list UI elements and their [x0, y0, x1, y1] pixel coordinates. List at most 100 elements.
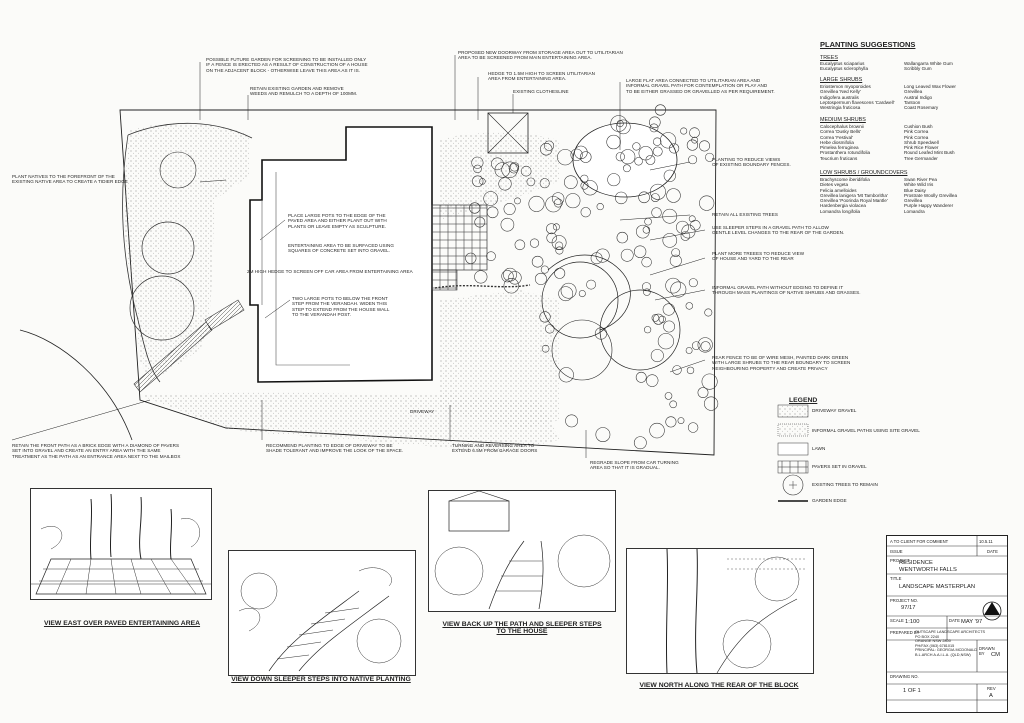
shrub-symbol	[700, 341, 711, 352]
note-front-path: RETAIN THE FRONT PATH AS A BRICK EDGE WI…	[12, 443, 181, 459]
turning-area-gravel	[440, 290, 560, 430]
note-hedge-15: HEDGE TO 1.5m HIGH TO SCREEN UTILITARIAN…	[488, 71, 595, 82]
street-curve	[19, 329, 133, 441]
shrub-symbol	[580, 181, 589, 190]
note-retain-trees: RETAIN ALL EXISTING TREES	[712, 212, 779, 217]
shrub-symbol	[677, 417, 685, 424]
shrub-symbol	[669, 400, 677, 409]
large-flat-area	[572, 122, 678, 198]
shrub-symbol	[555, 241, 564, 250]
shrub-symbol	[665, 416, 677, 428]
shrub-symbol	[664, 392, 673, 400]
note-new-doorway: PROPOSED NEW DOORWAY FROM STORAGE AREA O…	[458, 50, 623, 61]
planting-section-name: LOW SHRUBS / GROUNDCOVERS	[820, 170, 908, 176]
shrub-symbol	[546, 223, 557, 235]
shrub-symbol	[528, 195, 545, 212]
note-hedge-2m: 2m HIGH HEDGE TO SCREEN OFF CAR AREA FRO…	[247, 269, 413, 274]
planting-list-botanical: Eucalyptus sciaparius Eucalyptus sclerop…	[820, 61, 869, 72]
shrub-symbol	[671, 248, 681, 257]
shrub-symbol	[595, 427, 611, 442]
shrub-symbol	[642, 226, 651, 234]
shrub-symbol	[660, 132, 677, 149]
shrub-symbol	[472, 175, 484, 187]
legend-item: DRIVEWAY GRAVEL	[812, 408, 857, 413]
shrub-symbol	[494, 162, 510, 178]
shrub-symbol	[552, 223, 560, 231]
note-planting-reduce: PLANTING TO REDUCE VIEWS OF EXISTING BOU…	[712, 157, 791, 168]
shrub-symbol	[610, 115, 627, 132]
planting-section-name: LARGE SHRUBS	[820, 77, 863, 83]
shrub-symbol	[546, 232, 557, 244]
shrub-symbol	[565, 414, 578, 428]
shrub-symbol	[501, 161, 518, 178]
shrub-symbol	[638, 191, 650, 204]
tb-rev-label: ISSUE	[890, 549, 903, 554]
shrub-symbol	[697, 337, 713, 353]
shrub-symbol	[662, 303, 675, 316]
front-path	[133, 299, 245, 393]
shrub-symbol	[635, 371, 647, 383]
tb-rev-row: A TO CLIENT FOR COMMENT	[890, 539, 949, 544]
planting-list-botanical: Calocephalus brownii Correa 'Dusky Bells…	[820, 124, 871, 161]
planting-list-common: Swan River Pea White Wild Iris Blue Dais…	[904, 177, 958, 214]
shrub-symbol	[686, 366, 695, 375]
sketch-north-rear	[626, 548, 814, 674]
tb-date2: MAY '97	[961, 619, 983, 625]
shrub-symbol	[503, 267, 517, 282]
shrub-symbol	[615, 191, 628, 205]
tb-project-label: PROJECT	[890, 558, 910, 563]
note-clothesline: EXISTING CLOTHESLINE	[513, 89, 569, 94]
tb-drawing-no-label: DRAWING No.	[890, 674, 919, 679]
note-sleeper-steps: USE SLEEPER STEPS IN A GRAVEL PATH TO AL…	[712, 225, 845, 236]
shrub-symbol	[503, 203, 516, 215]
shrub-symbol	[555, 246, 564, 255]
sketch-caption: VIEW EAST OVER PAVED ENTERTAINING AREA	[43, 620, 201, 627]
shrub-symbol	[685, 302, 693, 310]
shrub-symbol	[539, 178, 550, 189]
shrub-symbol	[471, 156, 484, 169]
tb-drawn-label: DRAWN BY	[979, 646, 995, 656]
tb-sheet: 1 OF 1	[903, 688, 921, 694]
shrub-symbol	[657, 333, 674, 350]
tb-rev-label2: REV	[987, 686, 996, 691]
legend-title: LEGEND	[789, 397, 818, 404]
tb-location: WENTWORTH FALLS	[899, 567, 957, 573]
legend-item: LAWN	[812, 446, 826, 451]
shrub-symbol	[651, 314, 660, 322]
shrub-symbol	[650, 349, 664, 363]
sketch-caption: VIEW BACK UP THE PATH AND SLEEPER STEPS …	[442, 621, 602, 635]
shrub-symbol	[607, 173, 621, 187]
shrub-symbol	[646, 374, 659, 387]
shrub-symbol	[558, 286, 574, 302]
shrub-symbol	[652, 313, 664, 325]
planting-title: PLANTING SUGGESTIONS	[820, 40, 916, 49]
shrub-symbol	[662, 208, 678, 224]
shrub-symbol	[616, 119, 631, 135]
shrub-symbol	[469, 202, 481, 214]
note-driveway: DRIVEWAY	[410, 409, 435, 414]
clothesline	[487, 112, 529, 154]
legend-item: EXISTING TREES TO REMAIN	[812, 482, 878, 487]
shrub-symbol	[483, 191, 498, 206]
shrub-symbol	[689, 127, 700, 138]
shrub-symbol	[644, 217, 652, 226]
shrub-symbol	[699, 195, 715, 211]
shrub-symbol	[649, 116, 661, 129]
tb-prepared-label: PREPARED BY	[890, 630, 920, 635]
shrub-symbol	[681, 224, 696, 239]
shrub-symbol	[670, 281, 687, 298]
shrub-symbol	[649, 422, 665, 439]
legend-item: INFORMAL GRAVEL PATHS USING SITE GRAVEL	[812, 428, 920, 433]
shrub-symbol	[616, 231, 628, 244]
rear-gravel	[440, 132, 560, 220]
planting-section-name: MEDIUM SHRUBS	[820, 117, 866, 123]
house	[249, 126, 433, 383]
shrub-symbol	[529, 238, 540, 248]
shrub-symbol	[691, 341, 701, 350]
shrub-symbol	[669, 254, 682, 267]
shrub-symbol	[551, 192, 565, 205]
paved-entertaining-area	[431, 204, 488, 271]
note-regrade: REGRADE SLOPE FROM CAR TURNING AREA SO T…	[590, 460, 679, 471]
shrub-symbol	[531, 255, 544, 268]
